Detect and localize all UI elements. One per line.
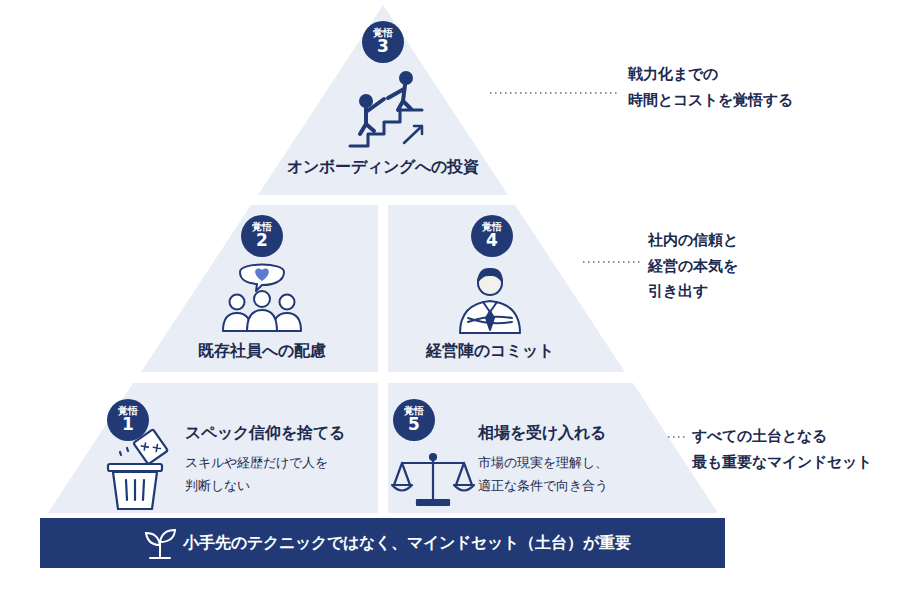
badge-top: 覚悟 xyxy=(252,222,272,233)
badge-circle: 覚悟1 xyxy=(107,399,149,441)
badge-circle-fill xyxy=(107,399,149,441)
badge-num: 4 xyxy=(486,232,498,250)
pyramid-cell: スペック信仰を捨てるスキルや経歴だけで人を 判断しない覚悟1 xyxy=(48,383,378,513)
badge-top: 覚悟 xyxy=(404,406,424,417)
badge-num: 2 xyxy=(256,232,268,250)
badge-circle-fill xyxy=(362,21,404,63)
foundation-band-fill xyxy=(40,518,725,568)
badge-top: 覚悟 xyxy=(373,28,393,39)
badge-top: 覚悟 xyxy=(118,406,138,417)
pyramid-cell-outline xyxy=(388,383,718,513)
badge-circle-fill xyxy=(241,215,283,257)
badge-circle: 覚悟4 xyxy=(471,215,513,257)
pyramid-cell: 相場を受け入れる市場の現実を理解し、 適正な条件で向き合う 覚悟5 xyxy=(388,383,718,513)
pyramid-tier-fill xyxy=(258,5,508,195)
pyramid-tier: オンボーディングへの投資 覚悟3 xyxy=(258,5,508,195)
pyramid-cell: 経営陣のコミット 覚悟4 xyxy=(388,205,625,372)
pyramid-cell-fill xyxy=(388,383,718,513)
badge-num: 3 xyxy=(377,38,389,56)
badge-circle: 覚悟3 xyxy=(362,21,404,63)
badge-circle-fill xyxy=(471,215,513,257)
side-note: 戦力化までの 時間とコストを覚悟する xyxy=(628,62,793,113)
cell-title: 既存社員への配慮 xyxy=(162,339,362,362)
badge-top: 覚悟 xyxy=(482,222,502,233)
tier-title: オンボーディングへの投資 xyxy=(258,155,508,178)
cell-title: 経営陣のコミット xyxy=(390,339,590,362)
badge-circle: 覚悟2 xyxy=(241,215,283,257)
foundation-band: 小手先のテクニックではなく、マインドセット（土台）が重要 xyxy=(40,518,725,568)
badge-num: 5 xyxy=(408,416,420,434)
pyramid-cell-fill xyxy=(141,205,378,372)
side-note: 社内の信頼と 経営の本気を 引き出す xyxy=(648,228,738,305)
leader-line xyxy=(490,92,617,94)
pyramid-cell-fill xyxy=(48,383,378,513)
badge-circle: 覚悟5 xyxy=(393,399,435,441)
cell-title: 相場を受け入れる xyxy=(478,421,606,444)
badge-circle-fill xyxy=(393,399,435,441)
pyramid-cell-outline xyxy=(48,383,378,513)
cell-title: スペック信仰を捨てる xyxy=(185,421,345,444)
pyramid-cell-fill xyxy=(388,205,625,372)
pyramid-cell: 既存社員への配慮 覚悟2 xyxy=(141,205,378,372)
leader-line xyxy=(583,261,640,263)
leader-line xyxy=(668,436,686,438)
side-note: すべての土台となる 最も重要なマインドセット xyxy=(692,424,872,475)
badge-num: 1 xyxy=(122,416,134,434)
cell-body: 市場の現実を理解し、 適正な条件で向き合う xyxy=(478,452,608,498)
cell-body: スキルや経歴だけで人を 判断しない xyxy=(185,452,328,498)
band-text: 小手先のテクニックではなく、マインドセット（土台）が重要 xyxy=(183,531,631,554)
